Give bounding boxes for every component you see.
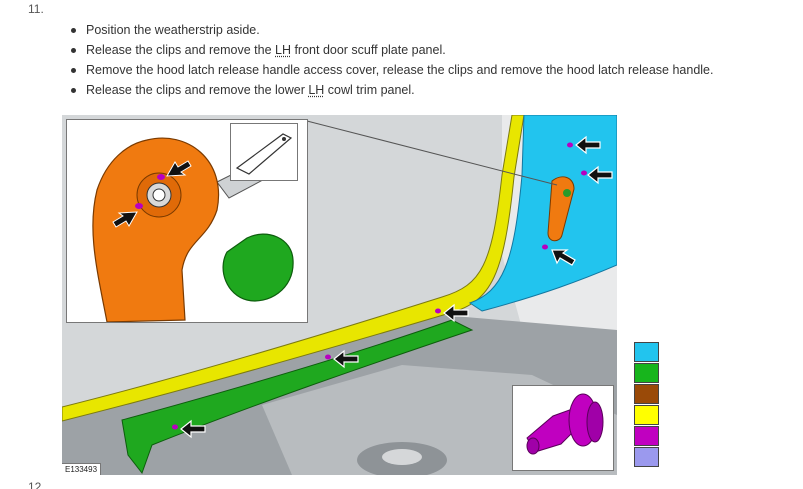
step-instructions: Position the weatherstrip aside. Release…: [68, 20, 713, 100]
legend-swatch: [634, 342, 659, 362]
scuff-plate-shape: [121, 319, 474, 475]
clip-inset: [512, 385, 614, 471]
legend-swatch: [634, 384, 659, 404]
instruction-text: Remove the hood latch release handle acc…: [86, 63, 714, 77]
instruction-item: Release the clips and remove the LH fron…: [68, 40, 713, 60]
next-step-number: 12.: [28, 480, 45, 489]
arrow-left-icon: [587, 165, 613, 185]
access-cover-shape: [222, 233, 294, 302]
cowl-panel-shape: [468, 115, 617, 312]
instruction-text: Release the clips and remove the lower: [86, 83, 309, 97]
legend-swatch: [634, 363, 659, 383]
clip-markers: [172, 142, 587, 430]
handle-shape: [92, 137, 220, 322]
instruction-item: Remove the hood latch release handle acc…: [68, 60, 713, 80]
arrow-down-left-icon: [112, 211, 138, 228]
arrow-left-icon: [180, 419, 206, 439]
clip-drawing: [526, 393, 604, 455]
instruction-text: cowl trim panel.: [324, 83, 415, 97]
illustration-drawing: [62, 115, 617, 475]
arrow-up-right-icon: [166, 160, 192, 177]
tool-inset: [230, 123, 298, 181]
trim-tool-drawing: [235, 133, 293, 175]
weatherstrip-shape: [62, 115, 525, 422]
arrow-up-left-icon: [551, 249, 576, 266]
figure-id: E133493: [62, 463, 102, 475]
instruction-item: Position the weatherstrip aside.: [68, 20, 713, 40]
legend-swatch: [634, 426, 659, 446]
legend-swatch: [634, 405, 659, 425]
step-number: 11.: [28, 2, 44, 16]
instruction-text: front door scuff plate panel.: [290, 43, 446, 57]
abbreviation: LH: [275, 43, 291, 57]
arrow-left-icon: [575, 135, 601, 155]
arrow-left-icon: [443, 303, 469, 323]
arrow-left-icon: [333, 349, 359, 369]
procedure-illustration: E133493: [62, 115, 617, 475]
legend-swatch: [634, 447, 659, 467]
color-legend: [634, 342, 659, 468]
trim-tool-icon: [235, 133, 293, 175]
arrow-icons: [180, 135, 613, 439]
instruction-item: Release the clips and remove the lower L…: [68, 80, 713, 100]
abbreviation: LH: [308, 83, 325, 97]
instruction-text: Release the clips and remove the: [86, 43, 275, 57]
instruction-text: Position the weatherstrip aside.: [86, 23, 260, 37]
